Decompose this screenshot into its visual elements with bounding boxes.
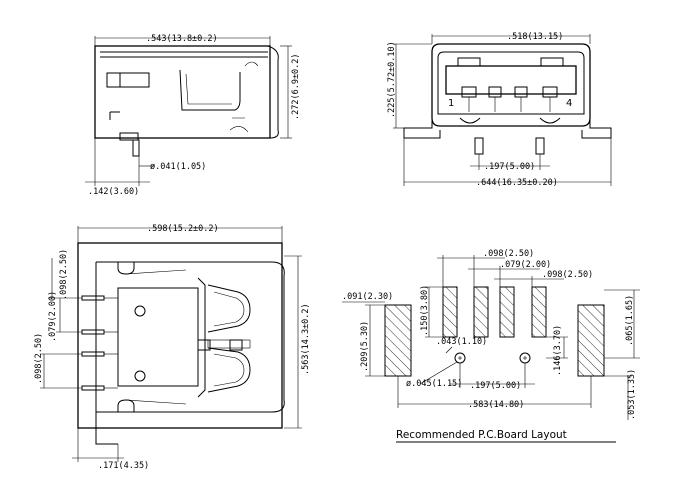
front-receptacle (445, 65, 577, 95)
side-body-outline (94, 45, 271, 139)
side-view: .543(13.8±0.2) .272(6.9±0.2) .142(3.60) … (85, 34, 301, 197)
pcb-small-pad-height-label: .150(3.80) (420, 285, 430, 336)
side-window (106, 72, 150, 88)
top-pin-1 (81, 295, 105, 301)
pcb-pad-2 (473, 286, 489, 338)
side-length-label: .543(13.8±0.2) (146, 34, 218, 44)
side-pin-offset-label: .142(3.60) (88, 187, 139, 197)
front-inner-width-label: .518(13.15) (507, 32, 563, 42)
top-pin-3 (81, 351, 105, 357)
front-outer-width-label: .644(16.35±0.20) (476, 178, 558, 188)
front-pin1-label: 1 (448, 98, 454, 109)
front-left-flange (403, 118, 441, 139)
side-height-label: .272(6.9±0.2) (291, 53, 301, 120)
pcb-big-pad-right (577, 304, 605, 377)
top-pin-4 (81, 385, 105, 391)
pcb-layout-title: Recommended P.C.Board Layout (396, 429, 567, 441)
pcb-pitch-b-label: .079(2.00) (500, 260, 551, 270)
top-pitch-a-label: .098(2.50) (59, 249, 69, 300)
pcb-big-pad-height-label: .209(5.30) (360, 321, 370, 372)
pcb-pad-3 (499, 286, 515, 338)
front-right-flange (581, 118, 612, 139)
top-spring-upper (207, 284, 251, 333)
side-pin-dia-label: ø.041(1.05) (150, 162, 206, 172)
top-pitch-b-label: .079(2.00) (48, 291, 58, 342)
pcb-pitch-a-label: .098(2.50) (483, 249, 534, 259)
front-height-label: .225(5.72±0.10) (387, 41, 397, 118)
top-foot-label: .171(4.35) (98, 461, 149, 471)
pcb-hole-spacing-label: .197(5.00) (470, 381, 521, 391)
top-view: .598(15.2±0.2) .563(14.3±0.2) .098(2.50)… (34, 224, 311, 471)
pcb-hole-large-label: ø.045(1.15) (406, 379, 462, 389)
pcb-right-offset-label: .065(1.65) (625, 295, 635, 346)
top-peg-lower (134, 370, 146, 382)
top-shell-outline (77, 242, 283, 429)
front-pin-pitch-label: .197(5.00) (484, 162, 535, 172)
side-pin (132, 139, 140, 157)
top-pitch-c-label: .098(2.50) (34, 333, 44, 384)
pcb-big-pad-left (384, 304, 412, 377)
side-tab (119, 132, 139, 141)
pcb-row-offset-label: .146(3.70) (553, 325, 563, 376)
front-pin4-label: 4 (566, 98, 572, 109)
pcb-big-pad-width-label: .091(2.30) (342, 292, 393, 302)
top-length-label: .598(15.2±0.2) (147, 224, 219, 234)
pcb-pitch-c-label: .098(2.50) (542, 270, 593, 280)
pcb-overall-label: .583(14.80) (468, 400, 524, 410)
top-width-label: .563(14.3±0.2) (301, 303, 311, 375)
pcb-pad-4 (531, 286, 547, 338)
pcb-pad-1 (442, 286, 458, 338)
pcb-layout: .098(2.50) .079(2.00) .098(2.50) .091(2.… (342, 249, 640, 443)
top-peg-upper (134, 305, 146, 317)
top-spring-lower (207, 347, 251, 393)
pcb-bottom-offset-label: .053(1.35) (627, 369, 637, 420)
front-view: 1 4 .518(13.15) .225(5.72±0.10) .197(5.0… (387, 32, 612, 188)
top-body (117, 287, 199, 387)
pcb-hole-small-label: .043(1.10) (436, 337, 487, 347)
side-spring-contact (179, 69, 241, 111)
top-pin-2 (81, 329, 105, 335)
